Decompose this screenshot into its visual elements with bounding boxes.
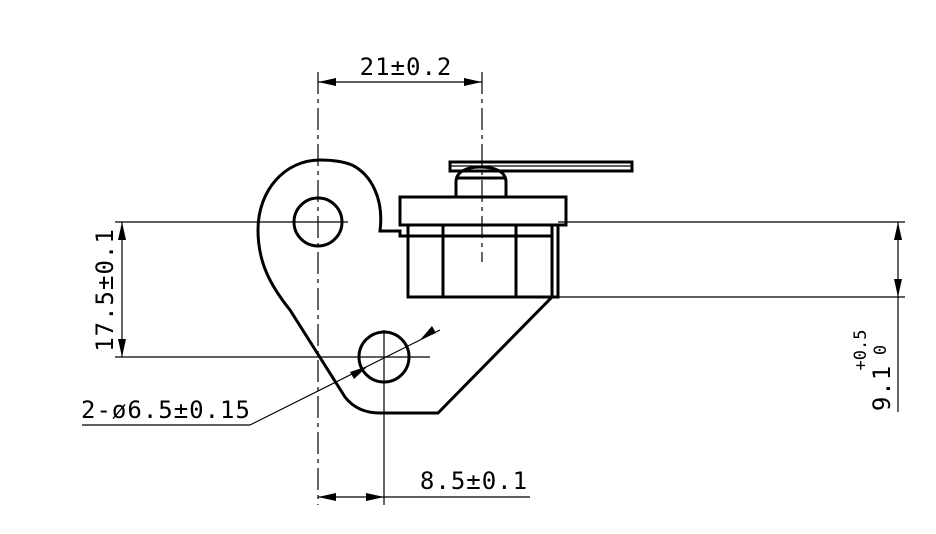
- dim-arrow-9-1-top: [894, 222, 902, 240]
- dim-text-17-5: 17.5±0.1: [91, 228, 119, 352]
- dim-tol-upper: +0.5: [851, 330, 871, 371]
- leader-hole-diameter: [249, 329, 441, 426]
- dim-arrow-17-5-bottom: [118, 339, 126, 357]
- leader-arrow-inner: [350, 366, 368, 379]
- dim-arrow-17-5-top: [118, 222, 126, 240]
- leader-arrow-outer: [420, 326, 436, 340]
- switch-top-plate: [398, 195, 568, 227]
- dim-arrow-9-1-bottom: [894, 279, 902, 297]
- dim-text-21: 21±0.2: [360, 53, 453, 81]
- dim-tol-lower: 0: [871, 345, 891, 355]
- dim-text-hole-diameter: 2-ø6.5±0.15: [81, 396, 251, 424]
- actuator-dome: [454, 165, 508, 197]
- switch-body: [406, 223, 560, 299]
- dim-arrow-21-right: [464, 78, 482, 86]
- lever-arm: [448, 160, 634, 173]
- dim-text-8-5: 8.5±0.1: [420, 467, 528, 495]
- dim-arrow-21-left: [318, 78, 336, 86]
- dim-text-9-1: 9.1: [868, 365, 896, 411]
- dim-arrow-8-5-left: [318, 493, 336, 501]
- dim-arrow-8-5-right: [366, 493, 384, 501]
- bracket-outline: [256, 158, 554, 415]
